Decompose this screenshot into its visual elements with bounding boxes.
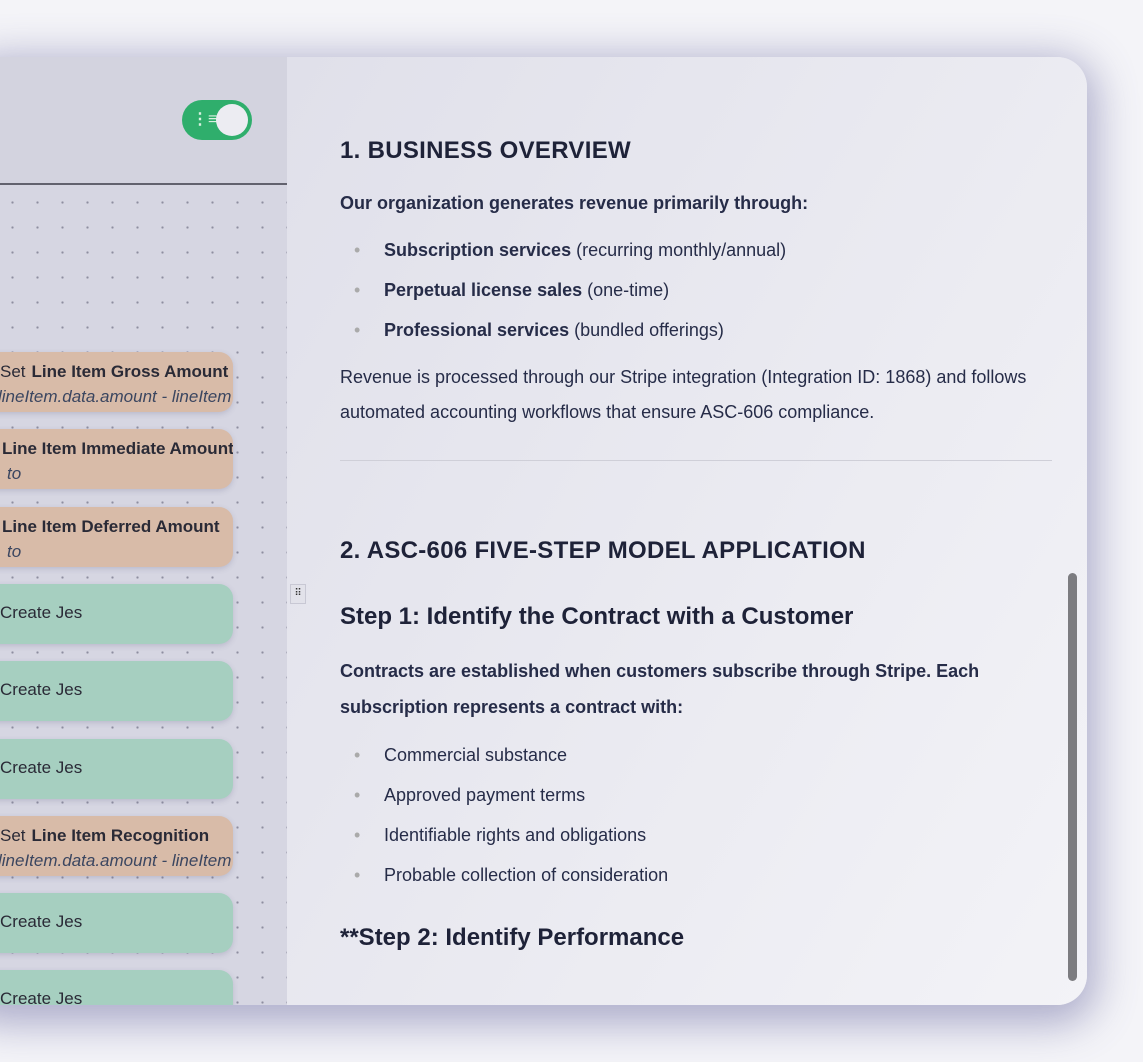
- outline-toggle[interactable]: ⋮≡: [182, 100, 252, 140]
- node-expression: lineItem.data.amount - lineItem: [0, 387, 232, 406]
- contract-criteria-list: Commercial substance Approved payment te…: [340, 745, 1052, 886]
- step-lead: Contracts are established when customers…: [340, 661, 980, 717]
- list-item: Approved payment terms: [340, 785, 1052, 806]
- node-expression: lineItem.data.amount - lineItem: [0, 850, 232, 870]
- create-jes-node[interactable]: Create Jes: [0, 661, 233, 722]
- node-label: Create Jes: [0, 757, 83, 777]
- set-variable-node[interactable]: Line Item Immediate Amount to: [0, 429, 233, 490]
- node-label: Create Jes: [0, 912, 83, 932]
- node-title: Line Item Deferred Amount: [2, 516, 220, 536]
- set-variable-node[interactable]: Line Item Deferred Amount to: [0, 506, 233, 567]
- document-panel: 1. BUSINESS OVERVIEW Our organization ge…: [287, 57, 1087, 1005]
- create-jes-node[interactable]: Create Jes: [0, 583, 233, 644]
- workflow-canvas[interactable]: Set Line Item Gross Amount lineItem.data.a…: [0, 185, 287, 1005]
- node-label: Create Jes: [0, 602, 83, 622]
- scrollbar[interactable]: [1068, 573, 1077, 981]
- list-item: Perpetual license sales (one-time): [340, 280, 1052, 301]
- resize-handle[interactable]: ⠿: [290, 584, 306, 604]
- paragraph: Revenue is processed through our Stripe …: [340, 367, 1027, 422]
- revenue-list: Subscription services (recurring monthly…: [340, 240, 1052, 341]
- create-jes-node[interactable]: Create Jes: [0, 893, 233, 954]
- list-item: Professional services (bundled offerings…: [340, 320, 1052, 341]
- app-window: ⋮≡ Set Line Item Gross Amount lineItem.dat…: [0, 57, 1087, 1005]
- node-prefix: Set: [0, 362, 26, 381]
- section-heading: 2. ASC-606 FIVE-STEP MODEL APPLICATION: [340, 537, 866, 564]
- list-item: Subscription services (recurring monthly…: [340, 240, 1052, 261]
- workflow-panel: ⋮≡ Set Line Item Gross Amount lineItem.dat…: [0, 57, 287, 1005]
- list-item: Commercial substance: [340, 745, 1052, 766]
- create-jes-node[interactable]: Create Jes: [0, 738, 233, 799]
- node-title: Line Item Recognition: [31, 825, 210, 845]
- node-expression: to: [7, 541, 22, 561]
- list-item: Identifiable rights and obligations: [340, 825, 1052, 846]
- create-jes-node[interactable]: Create Jes: [0, 970, 233, 1005]
- node-expression: to: [7, 464, 22, 484]
- node-title: Line Item Immediate Amount: [2, 439, 233, 459]
- node-label: Create Jes: [0, 989, 83, 1005]
- set-variable-node[interactable]: Set Line Item Gross Amount lineItem.data.a…: [0, 352, 233, 412]
- list-item: Probable collection of consideration: [340, 865, 1052, 886]
- node-prefix: Set: [0, 825, 26, 845]
- toggle-knob: [216, 104, 248, 136]
- step-heading: Step 1: Identify the Contract with a Cus…: [340, 603, 854, 630]
- step-heading: **Step 2: Identify Performance: [340, 924, 685, 951]
- divider: [340, 460, 1052, 461]
- outline-list-icon: ⋮≡: [192, 111, 218, 128]
- section-lead: Our organization generates revenue prima…: [340, 193, 809, 213]
- workflow-header: ⋮≡: [0, 57, 287, 185]
- section-heading: 1. BUSINESS OVERVIEW: [340, 137, 631, 164]
- node-label: Create Jes: [0, 680, 83, 700]
- node-title: Line Item Gross Amount: [31, 362, 229, 381]
